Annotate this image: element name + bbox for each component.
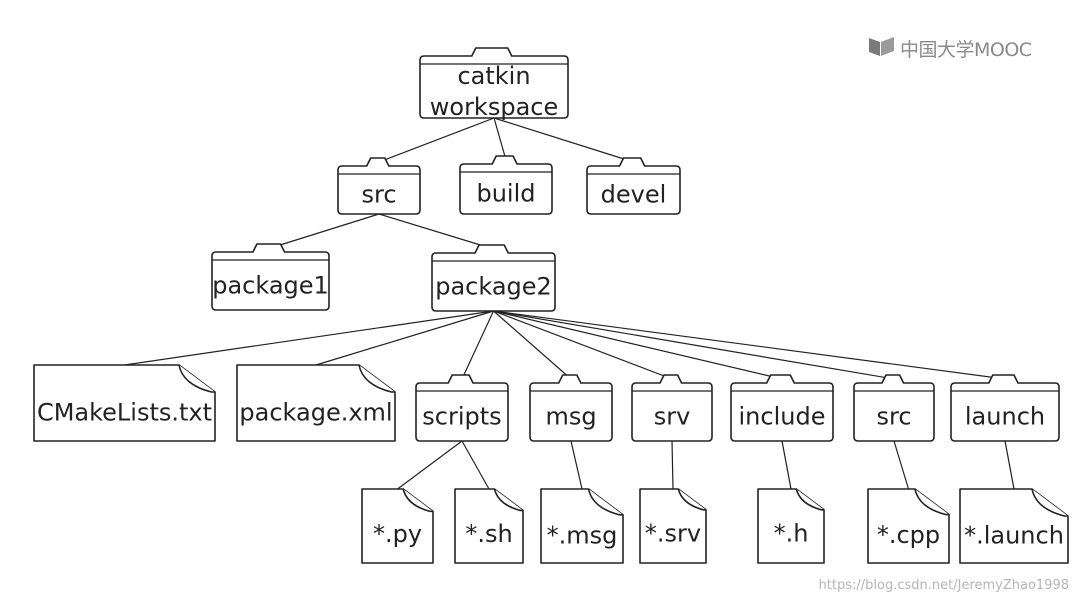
mooc-book-icon xyxy=(868,35,896,61)
file-node-py: *.py xyxy=(361,488,434,564)
file-corner-fold xyxy=(677,488,706,511)
node-label-devel: devel xyxy=(601,181,667,209)
node-label-build: build xyxy=(476,180,535,208)
file-node-launchfile: *.launch xyxy=(959,488,1069,564)
node-label-msgfile: *.msg xyxy=(547,521,618,549)
node-label-package2: package2 xyxy=(435,273,552,301)
folder-node-srv: srv xyxy=(631,374,713,442)
folder-node-devel: devel xyxy=(586,157,681,215)
file-corner-fold xyxy=(402,488,433,513)
file-icon xyxy=(639,488,707,564)
node-label-hfile: *.h xyxy=(774,520,809,548)
tree-nodes: catkin workspace src build devel package1 pack… xyxy=(33,47,1069,564)
folder-icon xyxy=(586,157,681,215)
folder-node-package2: package2 xyxy=(431,244,556,312)
node-label-cppfile: *.cpp xyxy=(877,521,940,549)
file-node-srvfile: *.srv xyxy=(639,488,707,564)
folder-node-include: include xyxy=(730,374,834,442)
edge-workspace-to-build xyxy=(493,117,507,161)
mooc-brand-text: 中国大学MOOC xyxy=(900,38,1032,61)
edge-scripts-to-py xyxy=(397,440,463,490)
edge-src-to-package2 xyxy=(378,213,494,250)
file-node-packagexml: package.xml xyxy=(236,364,396,442)
folder-node-src2: src xyxy=(853,374,935,442)
edge-package2-to-scripts xyxy=(461,310,495,380)
mooc-brand-logo: 中国大学MOOC xyxy=(868,34,1032,62)
file-icon xyxy=(361,488,434,564)
file-icon xyxy=(757,488,825,564)
edge-package2-to-src2 xyxy=(493,310,895,380)
tree-edges xyxy=(124,117,1015,490)
folder-icon xyxy=(337,157,421,215)
edge-src2-to-cppfile xyxy=(893,440,910,490)
edge-scripts-to-sh xyxy=(461,440,490,490)
edge-workspace-to-src xyxy=(378,117,495,163)
edge-launch-to-launchfile xyxy=(1004,440,1015,490)
node-label-packagexml: package.xml xyxy=(239,399,392,427)
folder-node-build: build xyxy=(459,155,553,215)
edge-package2-to-launch xyxy=(493,310,1006,380)
folder-node-scripts: scripts xyxy=(415,374,509,442)
node-label-sh: *.sh xyxy=(465,520,512,548)
edge-msg-to-msgfile xyxy=(570,440,583,490)
edge-workspace-to-devel xyxy=(493,117,634,163)
file-corner-fold xyxy=(795,488,824,511)
folder-node-workspace: catkin workspace xyxy=(419,47,569,121)
node-label-srv: srv xyxy=(654,403,691,431)
edge-package2-to-msg xyxy=(493,310,572,380)
file-corner-fold xyxy=(358,364,395,393)
node-label-package1: package1 xyxy=(212,272,329,300)
node-label-cmakelists: CMakeLists.txt xyxy=(37,399,212,427)
edge-package2-to-srv xyxy=(493,310,673,380)
node-label-src: src xyxy=(361,181,396,209)
folder-node-launch: launch xyxy=(950,374,1060,442)
file-corner-fold xyxy=(493,488,523,512)
node-label-src2: src xyxy=(876,403,911,431)
file-node-hfile: *.h xyxy=(757,488,825,564)
file-node-cppfile: *.cpp xyxy=(867,488,950,564)
folder-node-src: src xyxy=(337,157,421,215)
node-label-py: *.py xyxy=(373,520,422,548)
node-label-launchfile: *.launch xyxy=(964,522,1064,550)
node-label-srvfile: *.srv xyxy=(645,520,701,548)
node-label-scripts: scripts xyxy=(422,403,501,431)
edge-package2-to-cmakelists xyxy=(124,310,494,366)
file-node-sh: *.sh xyxy=(454,488,524,564)
node-label-msg: msg xyxy=(545,403,596,431)
folder-node-package1: package1 xyxy=(211,243,330,311)
folder-icon xyxy=(419,47,569,119)
edge-package2-to-packagexml xyxy=(315,310,494,366)
file-icon xyxy=(454,488,524,564)
file-node-msgfile: *.msg xyxy=(540,488,624,564)
source-credit-url: https://blog.csdn.net/JeremyZhao1998 xyxy=(818,578,1069,593)
folder-node-msg: msg xyxy=(529,374,613,442)
edge-src-to-package1 xyxy=(270,213,380,249)
node-label-workspace-1: workspace xyxy=(430,93,558,121)
file-icon xyxy=(33,364,216,442)
file-icon xyxy=(236,364,396,442)
file-corner-fold xyxy=(178,364,215,393)
edge-package2-to-include xyxy=(493,310,783,380)
node-label-workspace-0: catkin xyxy=(457,62,530,90)
file-icon xyxy=(959,488,1069,564)
file-corner-fold xyxy=(587,488,623,516)
node-label-launch: launch xyxy=(965,403,1045,431)
file-node-cmakelists: CMakeLists.txt xyxy=(33,364,216,442)
file-corner-fold xyxy=(1031,488,1068,517)
edge-include-to-hfile xyxy=(781,440,792,490)
node-label-include: include xyxy=(739,403,826,431)
folder-icon xyxy=(459,155,553,215)
file-corner-fold xyxy=(914,488,949,516)
edge-srv-to-srvfile xyxy=(671,440,674,490)
